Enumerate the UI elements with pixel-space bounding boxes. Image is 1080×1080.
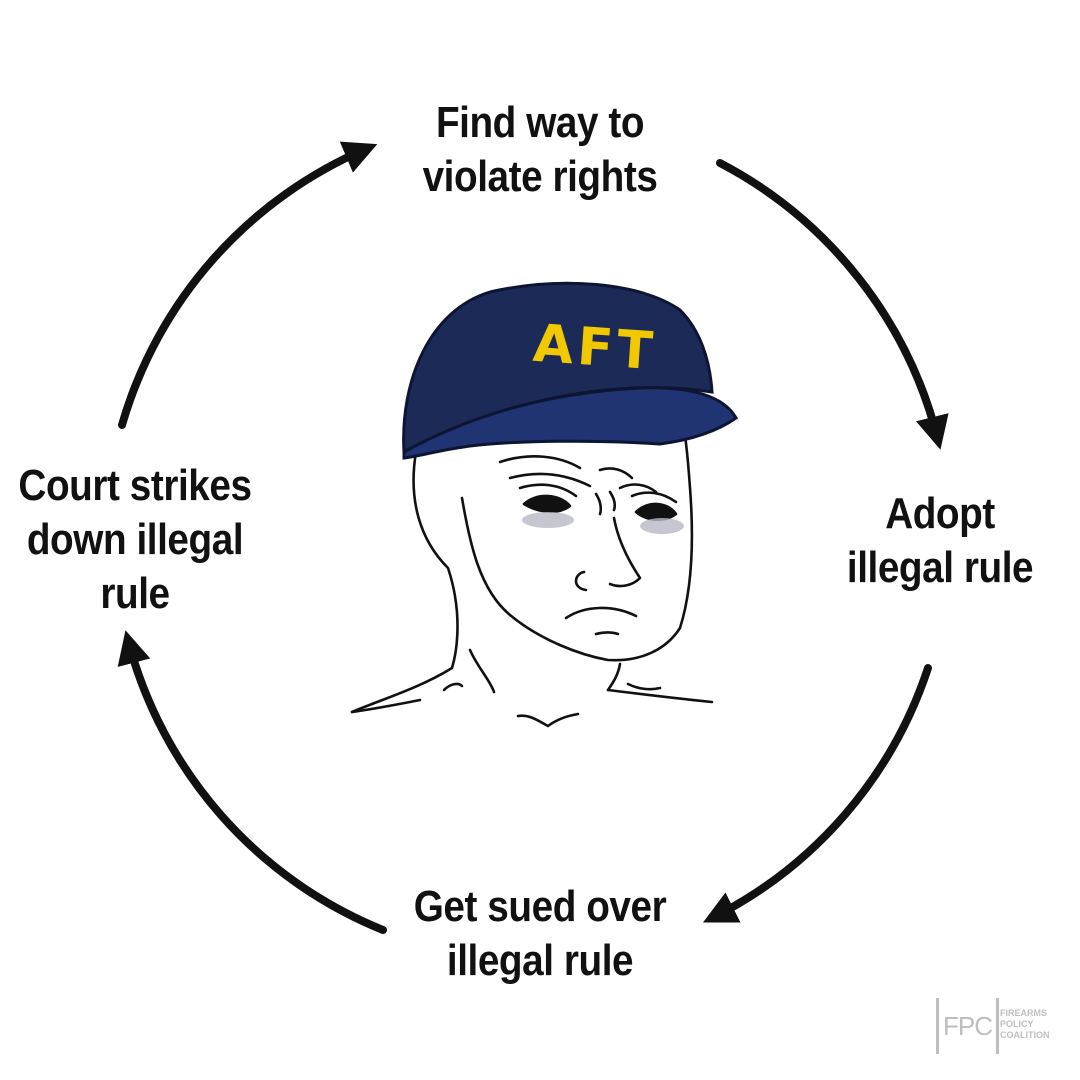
step-adopt-rule: Adopt illegal rule: [799, 487, 1080, 595]
brow-furrow: [608, 490, 617, 512]
wojak-character: [350, 428, 714, 728]
brow-left: [518, 483, 578, 498]
eye-left: [522, 494, 572, 514]
fpc-logo-mark: FPC: [936, 998, 999, 1054]
eye-right: [634, 502, 678, 522]
head-outline: [350, 450, 459, 714]
arrow-top-to-right: [716, 159, 949, 450]
nose: [608, 516, 642, 588]
shoulder-right: [606, 688, 714, 704]
arrow-bottom-to-left: [117, 630, 387, 934]
step-text-line: Court strikes: [18, 461, 252, 510]
shoulder-left: [350, 698, 422, 714]
forehead-wrinkle: [618, 483, 658, 494]
nose-curl: [574, 570, 588, 592]
fpc-logo-text: FIREARMS POLICY COALITION: [1000, 1008, 1050, 1041]
neck-right: [606, 662, 622, 692]
arrow-right-to-bottom: [702, 664, 932, 923]
cap: AFT: [402, 281, 738, 460]
step-court-strikes: Court strikes down illegal rule: [0, 459, 271, 621]
mouth: [564, 606, 638, 620]
step-text-line: Find way to: [435, 98, 645, 147]
forehead-wrinkle: [508, 472, 592, 488]
chest-line-left: [442, 682, 464, 692]
step-text-line: rule: [100, 569, 170, 618]
forehead-wrinkle: [598, 467, 634, 480]
step-find-way: Find way to violate rights: [364, 96, 716, 204]
jaw-outline: [460, 428, 694, 662]
step-text-line: down illegal: [26, 515, 244, 564]
step-text-line: illegal rule: [846, 543, 1034, 592]
brow-furrow: [594, 492, 603, 516]
brow-right: [630, 491, 678, 504]
step-get-sued: Get sued over illegal rule: [364, 880, 716, 988]
chin-line: [594, 631, 620, 636]
forehead-wrinkle: [498, 455, 582, 470]
cap-brim: [402, 386, 738, 460]
eye-bag-right: [640, 518, 684, 534]
collarbone: [516, 712, 580, 728]
eye-bag-left: [522, 512, 574, 528]
step-text-line: illegal rule: [446, 936, 634, 985]
step-text-line: Adopt: [885, 489, 995, 538]
arrow-left-to-top: [118, 141, 378, 429]
fpc-logo-line: FIREARMS: [1000, 1008, 1047, 1018]
chest-line-right: [626, 682, 662, 691]
step-text-line: Get sued over: [413, 882, 667, 931]
fpc-logo-line: POLICY: [1000, 1019, 1034, 1029]
fpc-logo-line: COALITION: [1000, 1030, 1050, 1040]
step-text-line: violate rights: [422, 152, 658, 201]
fpc-watermark: FPC FIREARMS POLICY COALITION: [936, 998, 1056, 1058]
neck-left: [468, 648, 496, 694]
cap-logo: AFT: [531, 314, 658, 382]
